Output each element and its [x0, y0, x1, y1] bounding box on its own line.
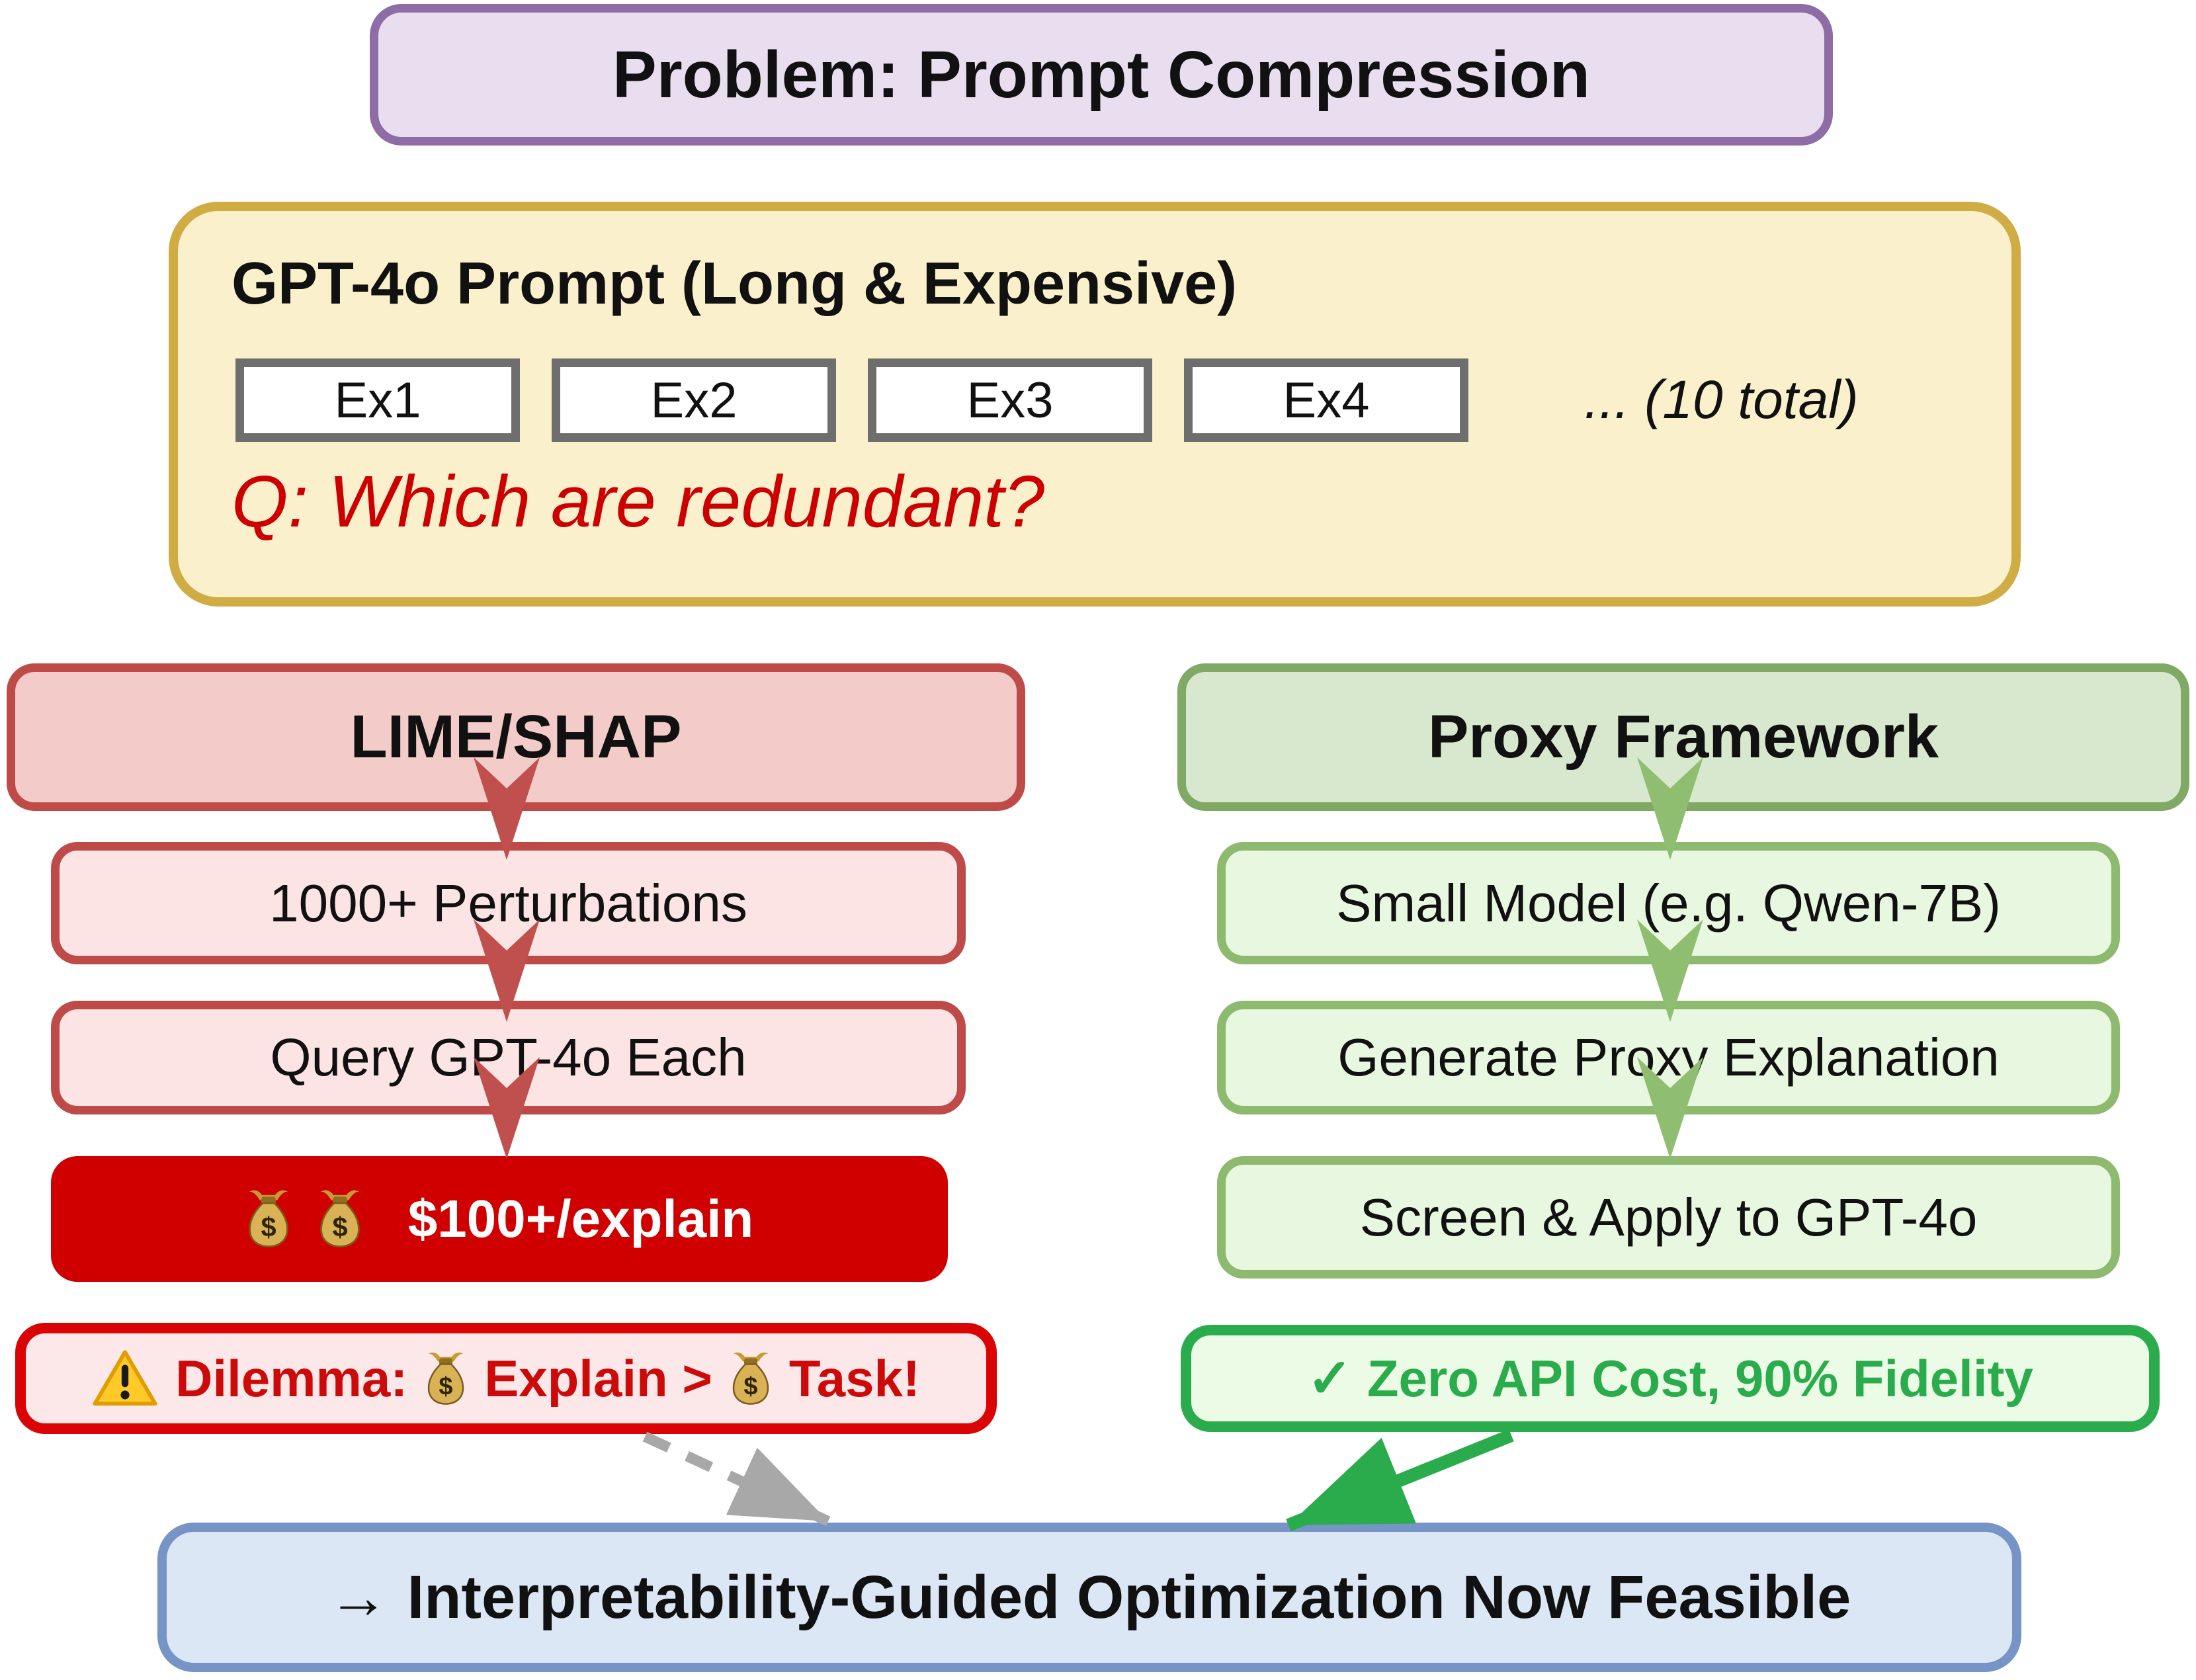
perturbations-box: 1000+ Perturbations [51, 842, 966, 964]
example-box: Ex1 [235, 358, 520, 442]
perturbations-label: 1000+ Perturbations [269, 873, 747, 933]
lime-header-box: LIME/SHAP [7, 663, 1025, 811]
prompt-question: Q: Which are redundant? [232, 461, 1045, 542]
warning-icon [93, 1350, 157, 1406]
example-label: Ex3 [966, 372, 1054, 429]
small-model-box: Small Model (e.g. Qwen-7B) [1217, 842, 2120, 964]
example-box: Ex3 [868, 358, 1152, 442]
dilemma-dashed-arrow [642, 1431, 831, 1527]
proxy-header-label: Proxy Framework [1427, 703, 1939, 771]
money-bag-icon: $ [732, 1352, 769, 1405]
problem-title-text: Problem: Prompt Compression [612, 37, 1590, 112]
money-bag-icon: $ [427, 1352, 464, 1405]
money-bag-icon: $ [248, 1190, 288, 1247]
query-box: Query GPT-4o Each [51, 1001, 966, 1114]
example-box: Ex4 [1184, 358, 1468, 442]
svg-text:$: $ [439, 1372, 453, 1400]
svg-text:$: $ [332, 1211, 347, 1242]
cost-box: $ $ $100+/explain [51, 1156, 948, 1282]
small-model-label: Small Model (e.g. Qwen-7B) [1336, 873, 2001, 933]
proxy-header-box: Proxy Framework [1177, 663, 2189, 811]
svg-text:$: $ [261, 1211, 276, 1242]
screen-apply-label: Screen & Apply to GPT-4o [1359, 1187, 1978, 1247]
zero-cost-label: Zero API Cost, 90% Fidelity [1367, 1349, 2033, 1407]
proxy-result-arrow [1286, 1429, 1514, 1532]
example-label: Ex1 [334, 372, 421, 429]
dilemma-compare-label: Explain > [484, 1349, 712, 1407]
cost-label: $100+/explain [407, 1189, 754, 1248]
dilemma-task-label: Task! [788, 1349, 920, 1407]
right-arrow-icon: → [327, 1563, 389, 1631]
svg-text:$: $ [743, 1372, 757, 1400]
example-box: Ex2 [552, 358, 836, 442]
examples-note: ... (10 total) [1584, 370, 1859, 430]
dilemma-box: Dilemma: $ Explain > $ Task! [15, 1323, 997, 1434]
lime-header-label: LIME/SHAP [350, 703, 682, 771]
conclusion-box: → Interpretability-Guided Optimization N… [157, 1523, 2021, 1672]
conclusion-label: Interpretability-Guided Optimization Now… [407, 1563, 1851, 1631]
problem-title-box: Problem: Prompt Compression [370, 4, 1833, 146]
money-bag-icon: $ [319, 1190, 360, 1247]
example-label: Ex2 [650, 372, 738, 429]
generate-explanation-label: Generate Proxy Explanation [1337, 1028, 2000, 1087]
query-label: Query GPT-4o Each [270, 1028, 747, 1087]
generate-explanation-box: Generate Proxy Explanation [1217, 1001, 2120, 1114]
dilemma-label: Dilemma: [175, 1349, 408, 1407]
prompt-heading: GPT-4o Prompt (Long & Expensive) [232, 251, 1238, 317]
zero-cost-box: ✓ Zero API Cost, 90% Fidelity [1181, 1325, 2160, 1432]
check-icon: ✓ [1307, 1348, 1353, 1409]
example-label: Ex4 [1283, 372, 1370, 429]
screen-apply-box: Screen & Apply to GPT-4o [1217, 1156, 2120, 1279]
